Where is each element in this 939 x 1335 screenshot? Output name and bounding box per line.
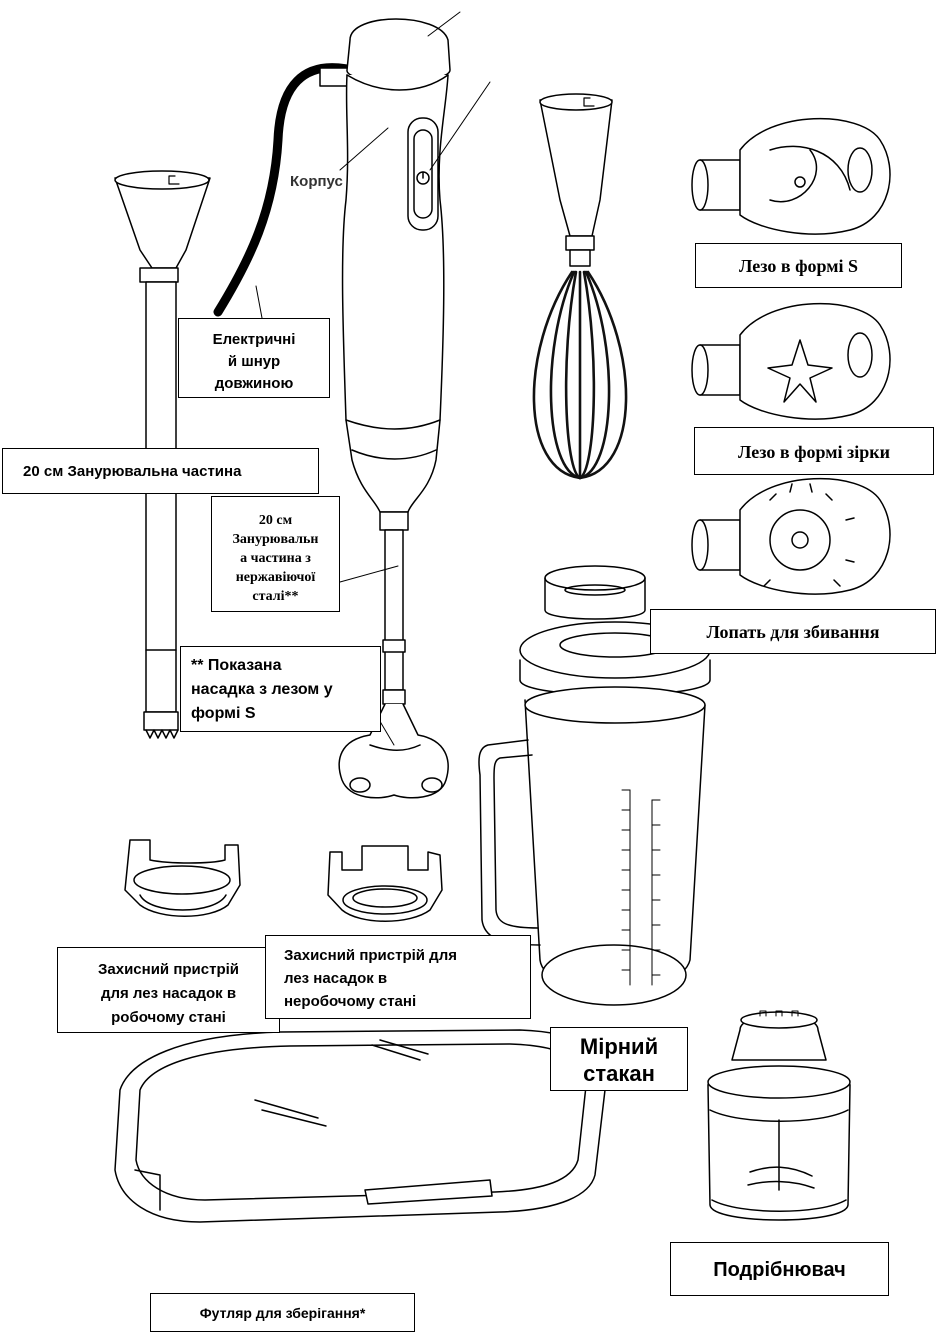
label-center-shaft: 20 см Занурювальн а частина з нержавіючо… (211, 496, 340, 612)
label-power-cord: Електричні й шнур довжиною (178, 318, 330, 398)
whipping-disc-attachment (692, 479, 890, 594)
label-measuring-cup: Мірний стакан (550, 1027, 688, 1091)
label-body: Корпус (290, 173, 348, 195)
label-whipping-disc: Лопать для збивання (650, 609, 936, 654)
label-s-blade: Лезо в формі S (695, 243, 902, 288)
star-blade-attachment (692, 304, 890, 419)
blade-guard-working (125, 840, 240, 916)
blade-guard-idle (328, 846, 442, 921)
storage-case (115, 1030, 606, 1222)
whisk-attachment (534, 94, 626, 478)
label-guard-idle: Захисний пристрій для лез насадок в неро… (265, 935, 531, 1019)
label-left-shaft: 20 см Занурювальна частина (2, 448, 319, 494)
label-note-blade: ** Показана насадка з лезом у формі S (180, 646, 381, 732)
label-chopper: Подрібнювач (670, 1242, 889, 1296)
label-storage-case: Футляр для зберігання* (150, 1293, 415, 1332)
label-guard-working: Захисний пристрій для лез насадок в робо… (57, 947, 280, 1033)
s-blade-attachment (692, 119, 890, 234)
label-star-blade: Лезо в формі зірки (694, 427, 934, 475)
chopper-attachment (708, 1011, 850, 1220)
